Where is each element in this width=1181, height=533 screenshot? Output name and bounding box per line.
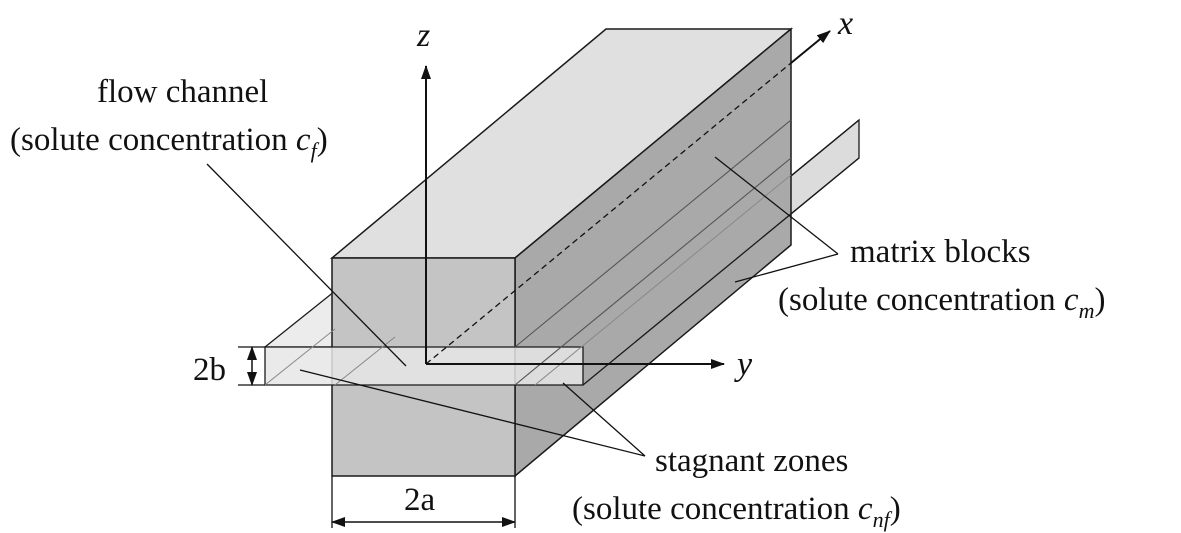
z-axis-label: z (416, 17, 430, 54)
stagnant-zones-title: stagnant zones (655, 443, 848, 479)
width-dimension: 2a (331, 476, 516, 528)
matrix-blocks-leader-2 (734, 253, 839, 283)
thickness-label-text: 2b (193, 352, 226, 388)
stagnant-zones-label: stagnant zones (solute concentration cnf… (572, 443, 901, 532)
matrix-blocks-title: matrix blocks (850, 234, 1031, 270)
flow-channel-leader (206, 163, 407, 367)
x-axis-hidden (425, 62, 792, 365)
width-label: 2a (404, 482, 436, 518)
y-axis-label: y (734, 346, 753, 383)
flow-channel-title: flow channel (97, 74, 268, 110)
thickness-label: 2b (193, 352, 226, 388)
thickness-dimension: 2b (193, 346, 265, 388)
stagnant-zones-leader-2 (562, 382, 646, 457)
x-axis-label: x (837, 5, 853, 42)
x-axis (790, 30, 831, 64)
flow-channel-concentration: (solute concentration cf) (10, 122, 328, 163)
matrix-blocks-concentration: (solute concentration cm) (778, 282, 1105, 323)
leader-lines (206, 156, 839, 457)
flow-channel-label: flow channel (solute concentration cf) (10, 74, 328, 163)
stagnant-zones-leader-1 (299, 369, 646, 457)
axes: z y x (416, 5, 853, 383)
matrix-blocks-label: matrix blocks (solute concentration cm) (778, 234, 1105, 323)
stagnant-zones-concentration: (solute concentration cnf) (572, 491, 901, 532)
matrix-blocks-leader-1 (714, 156, 839, 255)
